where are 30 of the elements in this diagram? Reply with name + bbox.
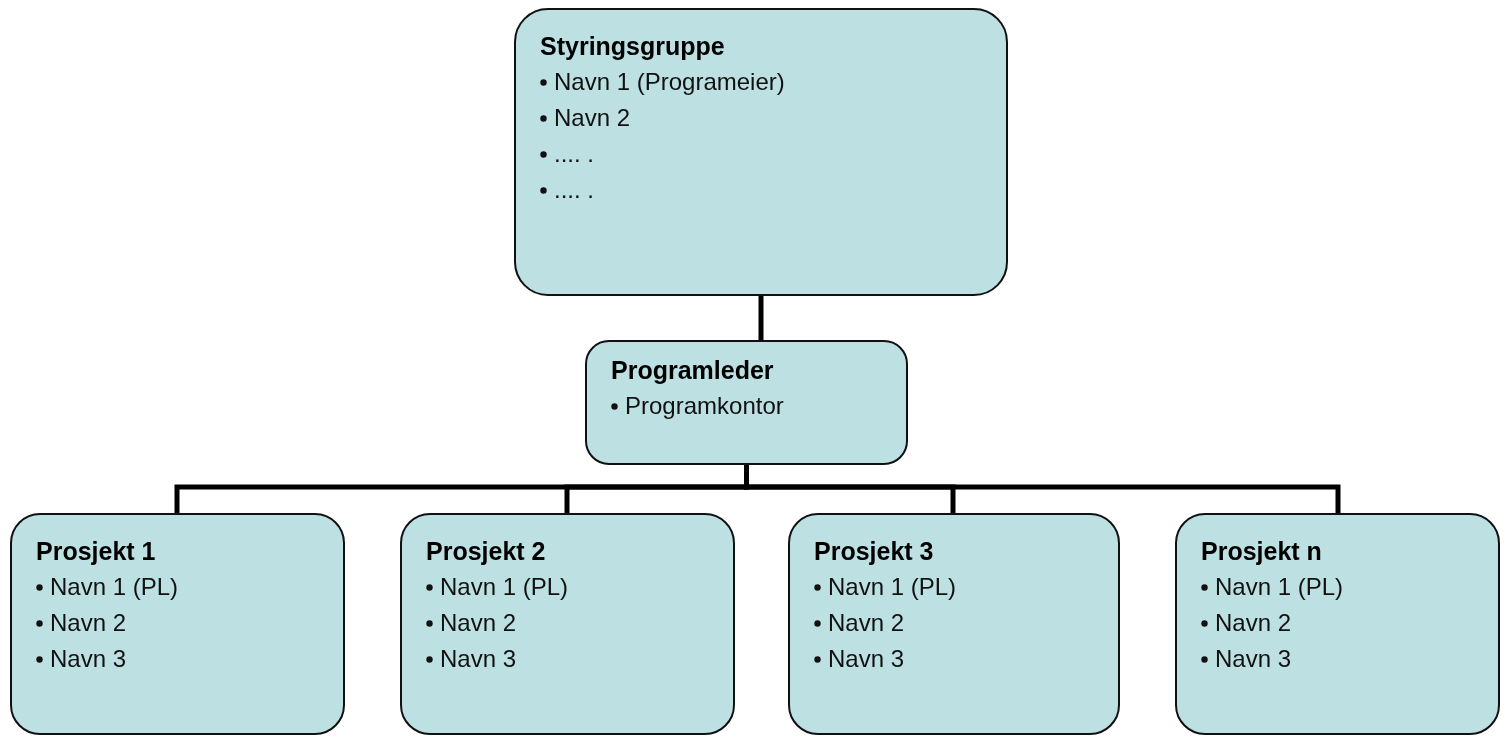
list-item: Navn 3 — [50, 644, 127, 674]
org-box — [788, 513, 1120, 735]
list-item: Navn 2 — [554, 103, 631, 133]
list-item: Navn 3 — [440, 644, 517, 674]
list-item: Navn 1 (Programeier) — [554, 67, 785, 97]
list-item: Navn 2 — [828, 608, 905, 638]
list-item: Navn 3 — [1215, 644, 1292, 674]
list-item: Navn 2 — [50, 608, 127, 638]
box-heading: Prosjekt 2 — [426, 536, 547, 567]
connector-line — [758, 296, 764, 340]
list-item: Programkontor — [625, 391, 784, 421]
org-box — [10, 513, 345, 735]
box-heading: Prosjekt n — [1201, 536, 1323, 567]
box-heading: Styringsgruppe — [540, 31, 726, 62]
list-item: Navn 1 (PL) — [440, 572, 569, 602]
org-box — [585, 340, 908, 465]
box-heading: Prosjekt 1 — [36, 536, 157, 567]
list-item: .... . — [554, 139, 594, 169]
list-item: Navn 1 (PL) — [828, 572, 957, 602]
box-heading: Programleder — [611, 355, 775, 386]
list-item: Navn 1 (PL) — [50, 572, 179, 602]
org-box — [400, 513, 735, 735]
org-box — [514, 8, 1008, 296]
list-item: .... . — [554, 175, 594, 205]
list-item: Navn 2 — [1215, 608, 1292, 638]
box-heading: Prosjekt 3 — [814, 536, 935, 567]
list-item: Navn 3 — [828, 644, 905, 674]
list-item: Navn 2 — [440, 608, 517, 638]
org-box — [1175, 513, 1500, 735]
list-item: Navn 1 (PL) — [1215, 572, 1344, 602]
